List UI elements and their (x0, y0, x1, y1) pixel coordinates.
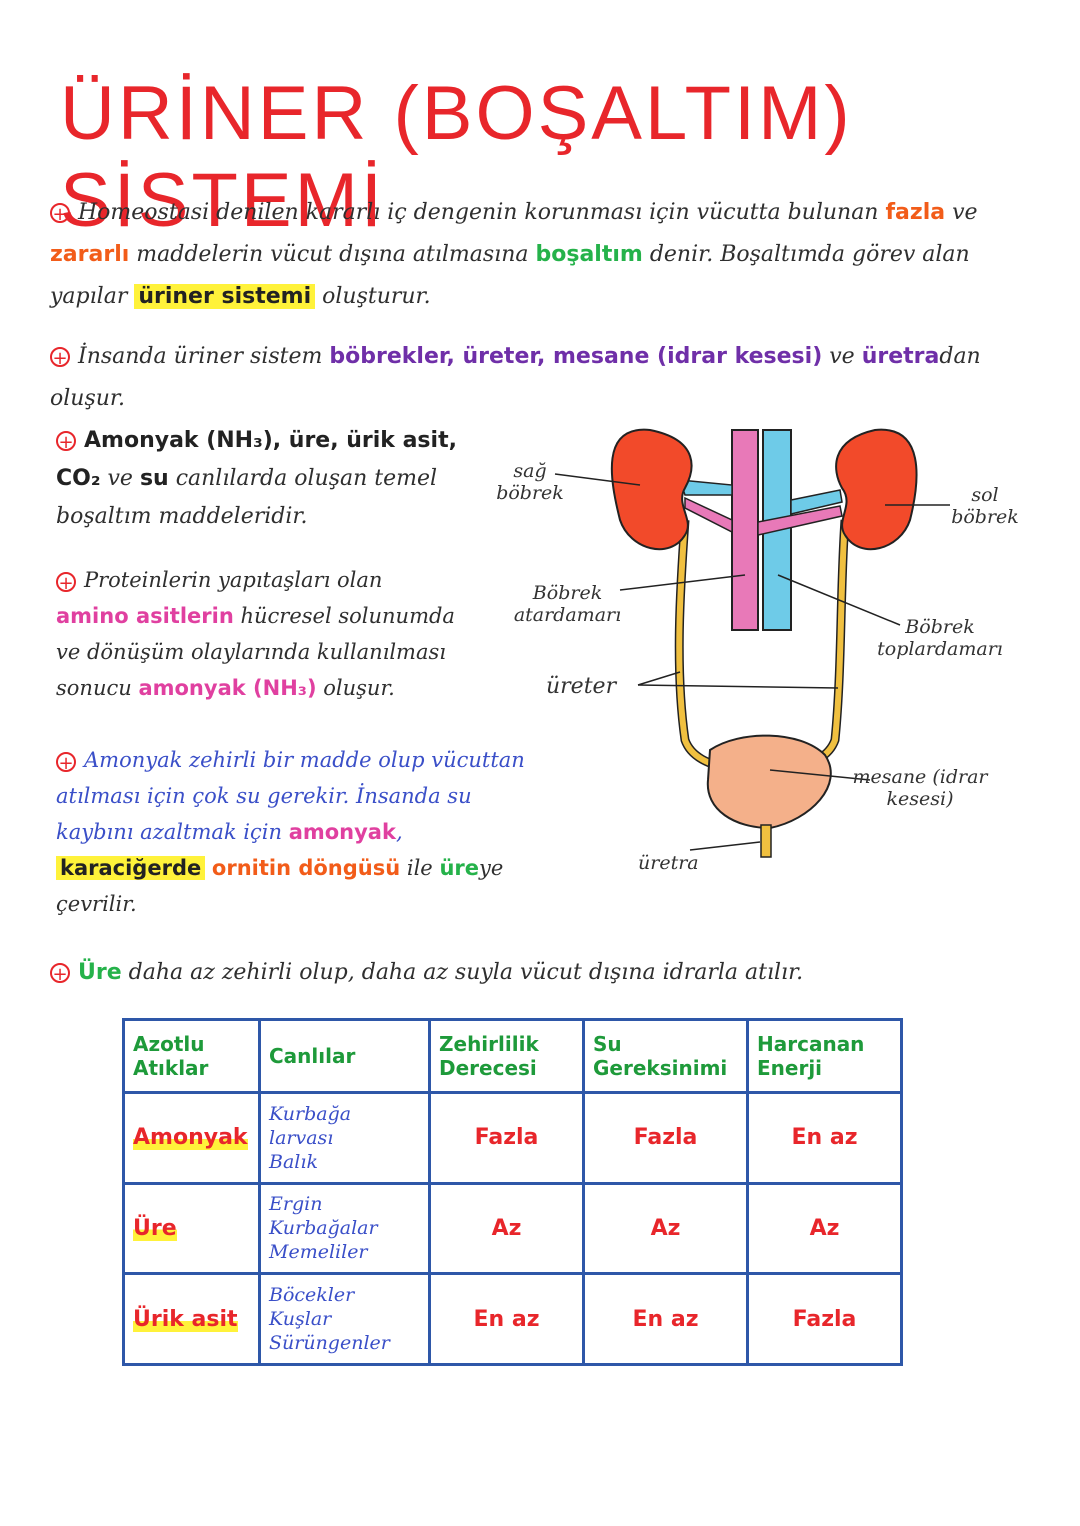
label-uretra: üretra (638, 852, 699, 874)
organisms-cell: Ergin Kurbağalar Memeliler (258, 1181, 431, 1276)
text: ve (952, 200, 978, 225)
label-bobrek-toplardamari: Böbrek toplardamarı (877, 616, 1003, 660)
highlight-uriner-sistemi: üriner sistemi (134, 284, 316, 309)
ureter-right (676, 519, 731, 773)
text: oluşur. (323, 676, 395, 700)
plus-bullet-icon: + (56, 571, 76, 593)
label-bobrek-atardamari: Böbrek atardamarı (513, 582, 622, 626)
text: hücresel solunumda ve dönüşüm olaylarınd… (56, 604, 455, 700)
water-cell: Fazla (582, 1091, 749, 1185)
text: canlılarda oluşan temel boşaltım maddele… (56, 466, 438, 529)
paragraph-urea: + Üre daha az zehirli olup, daha az suyla… (50, 952, 1030, 994)
paragraph-ornithine-cycle: +Amonyak zehirli bir madde olup vücuttan… (56, 748, 525, 916)
waste-su: su (139, 466, 169, 491)
highlight-amonyak: amonyak (288, 820, 396, 844)
header-azotlu-atiklar: Azotlu Atıklar (122, 1018, 261, 1094)
organisms-cell: Kurbağa larvası Balık (258, 1091, 431, 1185)
paragraph-ammonia-origin: + Proteinlerin yapıtaşları olan amino asi… (56, 562, 456, 706)
highlight-ure: Üre (78, 960, 122, 985)
nitrogen-waste-table: Azotlu Atıklar Canlılar Zehirlilik Derec… (122, 1018, 903, 1366)
label-ureter: üreter (546, 674, 617, 699)
organism: Kurbağa larvası (269, 1102, 352, 1149)
label-mesane: mesane (idrar kesesi) (852, 766, 988, 810)
urethra (760, 824, 772, 858)
row-name: Amonyak (122, 1091, 261, 1185)
plus-bullet-icon: + (56, 431, 76, 452)
text: ve (107, 466, 133, 491)
plus-bullet-icon: + (50, 347, 70, 368)
text: Proteinlerin yapıtaşları olan (84, 568, 383, 592)
row-name: Üre (122, 1181, 261, 1276)
text: ve (829, 344, 855, 369)
organism: Ergin Kurbağalar (269, 1193, 378, 1240)
page-title: ÜRİNER (BOŞALTIM) SİSTEMİ (60, 71, 853, 243)
paragraph-excretion-definition: + Homeostasi denilen kararlı iç dengenin … (50, 192, 1030, 318)
organism: Sürüngenler (269, 1332, 390, 1355)
highlight-amino-asit: amino asitlerin (56, 604, 234, 628)
header-su-gereksinimi: Su Gereksinimi (582, 1018, 749, 1094)
highlight-amonyak: amonyak (NH₃) (138, 676, 317, 700)
highlight-ornitin: ornitin döngüsü (211, 856, 401, 880)
paragraph-urinary-organs: + İnsanda üriner sistem böbrekler, üreter… (50, 336, 1040, 420)
waste-list: Amonyak (NH₃), üre, ürik asit, CO₂ (56, 428, 457, 491)
plus-bullet-icon: + (50, 203, 70, 224)
toxicity-cell: Az (428, 1181, 585, 1276)
organisms-cell: Böcekler Kuşlar Sürüngenler (258, 1272, 431, 1366)
organ-uretra: üretra (861, 344, 940, 369)
text: maddelerin vücut dışına atılmasına (136, 242, 529, 267)
plus-bullet-icon: + (56, 751, 76, 773)
text: oluşturur. (322, 284, 431, 309)
highlight-karaciger: karaciğerde (56, 856, 206, 880)
artery-vessel (731, 429, 759, 631)
renal-vein-left (790, 489, 843, 515)
text: Amonyak zehirli bir madde olup vücuttan … (56, 748, 525, 844)
organ-list: böbrekler, üreter, mesane (idrar kesesi) (329, 344, 823, 369)
energy-cell: Az (746, 1181, 903, 1276)
text: ile (406, 856, 433, 880)
header-harcanan-enerji: Harcanan Enerji (746, 1018, 903, 1094)
header-canlilar: Canlılar (258, 1018, 431, 1094)
table-row: Ürik asit Böcekler Kuşlar Sürüngenler En… (122, 1272, 903, 1366)
text: ye çevrilir. (56, 856, 504, 916)
highlight-ure: üre (439, 856, 479, 880)
energy-cell: Fazla (746, 1272, 903, 1366)
label-sag-bobrek: sağ böbrek (496, 460, 564, 504)
energy-cell: En az (746, 1091, 903, 1185)
toxicity-cell: Fazla (428, 1091, 585, 1185)
kidney-right (610, 428, 693, 551)
urinary-system-diagram (554, 428, 950, 858)
row-name: Ürik asit (122, 1272, 261, 1366)
renal-artery-left (757, 505, 843, 536)
highlight-zararli: zararlı (50, 242, 130, 267)
paragraph-basic-waste: +Amonyak (NH₃), üre, ürik asit, CO₂ ve s… (56, 422, 476, 536)
renal-artery-right (684, 496, 733, 534)
organism: Kuşlar (269, 1308, 332, 1331)
highlight-bosaltim: boşaltım (535, 242, 643, 267)
water-cell: Az (582, 1181, 749, 1276)
kidney-left (835, 428, 918, 551)
organism: Böcekler (269, 1284, 355, 1307)
organism: Memeliler (269, 1241, 368, 1264)
table-header-row: Azotlu Atıklar Canlılar Zehirlilik Derec… (122, 1018, 903, 1094)
water-cell: En az (582, 1272, 749, 1366)
table-row: Üre Ergin Kurbağalar Memeliler Az Az Az (122, 1181, 903, 1276)
text: İnsanda üriner sistem (78, 344, 323, 369)
text: dan oluşur. (50, 344, 981, 411)
text: denir. Boşaltımda görev alan yapılar (50, 242, 970, 309)
bladder (706, 734, 832, 830)
organism: Balık (269, 1150, 318, 1173)
table-row: Amonyak Kurbağa larvası Balık Fazla Fazl… (122, 1091, 903, 1185)
label-sol-bobrek: sol böbrek (951, 484, 1019, 528)
toxicity-cell: En az (428, 1272, 585, 1366)
plus-bullet-icon: + (50, 963, 70, 984)
highlight-fazla: fazla (885, 200, 946, 225)
text: Homeostasi denilen kararlı iç dengenin k… (78, 200, 879, 225)
text: daha az zehirli olup, daha az suyla vücu… (128, 960, 804, 985)
header-zehirlilik: Zehirlilik Derecesi (428, 1018, 585, 1094)
